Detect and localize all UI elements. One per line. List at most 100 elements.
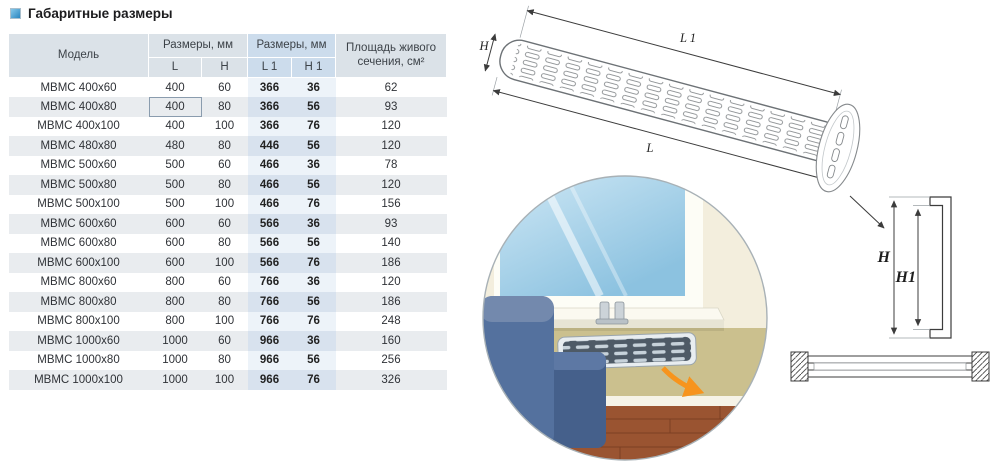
- glass-reflection: [550, 176, 628, 297]
- cell-area: 120: [335, 175, 447, 195]
- cell-l: 800: [148, 292, 202, 312]
- cell-area: 248: [335, 311, 447, 331]
- cell-l: 600: [148, 214, 202, 234]
- cell-l: 800: [148, 272, 202, 292]
- table-row: МВМС 500x60 500 60 466 36 78: [8, 155, 447, 175]
- cell-area: 120: [335, 272, 447, 292]
- cell-l1: 966: [247, 350, 292, 370]
- cell-h1: 76: [291, 311, 336, 331]
- cell-h: 100: [201, 311, 248, 331]
- cell-area: 93: [335, 214, 447, 234]
- cell-h: 80: [201, 233, 248, 253]
- dim-label-l: L: [646, 141, 654, 155]
- wall-hatch-left: [790, 351, 809, 382]
- cell-l: 400: [148, 116, 202, 136]
- table-row: МВМС 1000x80 1000 80 966 56 256: [8, 350, 447, 370]
- cell-l1: 566: [247, 214, 292, 234]
- dim-line-l1: [526, 9, 842, 96]
- grille-perspective-drawing: L 1 L H: [478, 5, 885, 229]
- cell-h1: 76: [291, 116, 336, 136]
- cell-model: МВМС 500x60: [8, 155, 149, 175]
- cross-section-drawing: [790, 351, 990, 382]
- section-inner: [813, 362, 967, 371]
- cell-h1: 36: [291, 214, 336, 234]
- cell-h: 100: [201, 116, 248, 136]
- cell-area: 120: [335, 116, 447, 136]
- cell-model: МВМС 1000x60: [8, 331, 149, 351]
- cell-area: 156: [335, 194, 447, 214]
- leader-arrow: [849, 195, 885, 229]
- cell-l: 600: [148, 233, 202, 253]
- cell-model: МВМС 480x80: [8, 136, 149, 156]
- cell-model: МВМС 400x80: [8, 97, 149, 117]
- col-header-h1: H 1: [291, 57, 336, 78]
- dim-line-h: [483, 33, 497, 72]
- cell-l: 1000: [148, 370, 202, 390]
- cell-model: МВМС 800x60: [8, 272, 149, 292]
- cell-model: МВМС 800x80: [8, 292, 149, 312]
- cell-l: 1000: [148, 331, 202, 351]
- cell-model: МВМС 600x60: [8, 214, 149, 234]
- cell-l1: 466: [247, 155, 292, 175]
- cell-l: 400: [148, 97, 202, 117]
- table-row: МВМС 400x100 400 100 366 76 120: [8, 116, 447, 136]
- cell-h: 80: [201, 175, 248, 195]
- dim-label-profile-h: H: [877, 249, 891, 266]
- cell-l1: 366: [247, 116, 292, 136]
- cell-area: 160: [335, 331, 447, 351]
- room-illustration: [482, 175, 768, 461]
- cell-h1: 76: [291, 370, 336, 390]
- technical-illustrations: L 1 L H H H1: [478, 5, 990, 461]
- profile-channel: [929, 196, 952, 339]
- cell-model: МВМС 500x100: [8, 194, 149, 214]
- cell-area: 256: [335, 350, 447, 370]
- cell-area: 120: [335, 136, 447, 156]
- cell-l: 500: [148, 155, 202, 175]
- table-row: МВМС 400x80 400 80 366 56 93: [8, 97, 447, 117]
- mounting-brackets: [595, 301, 629, 325]
- table-row: МВМС 1000x60 1000 60 966 36 160: [8, 331, 447, 351]
- cell-area: 62: [335, 77, 447, 97]
- illustration-circle-border: [482, 175, 768, 461]
- table-row: МВМС 400x60 400 60 366 36 62: [8, 77, 447, 97]
- cell-area: 78: [335, 155, 447, 175]
- airflow-arrow-right: [661, 366, 705, 398]
- cell-l1: 766: [247, 292, 292, 312]
- dim-label-profile-h1: H1: [895, 269, 916, 286]
- table-row: МВМС 800x80 800 80 766 56 186: [8, 292, 447, 312]
- table-row: МВМС 800x60 800 60 766 36 120: [8, 272, 447, 292]
- cell-model: МВМС 400x100: [8, 116, 149, 136]
- dim-label-l1: L 1: [679, 31, 696, 45]
- cell-l: 480: [148, 136, 202, 156]
- grille-end-view: [815, 103, 861, 193]
- cell-h1: 36: [291, 331, 336, 351]
- cell-h: 100: [201, 194, 248, 214]
- cell-l1: 966: [247, 370, 292, 390]
- col-header-dims-lh: Размеры, мм: [148, 33, 248, 58]
- col-header-area: Площадь живого сечения, см²: [335, 33, 447, 78]
- profile-drawing: H H1: [877, 196, 952, 339]
- table-header: Модель Размеры, мм Размеры, мм Площадь ж…: [8, 33, 447, 78]
- cell-h1: 56: [291, 350, 336, 370]
- cell-l: 600: [148, 253, 202, 273]
- cell-h: 60: [201, 155, 248, 175]
- table-row: МВМС 500x80 500 80 466 56 120: [8, 175, 447, 195]
- cell-h1: 36: [291, 77, 336, 97]
- table-row: МВМС 480x80 480 80 446 56 120: [8, 136, 447, 156]
- cell-h1: 56: [291, 175, 336, 195]
- dim-label-h: H: [478, 39, 489, 53]
- dim-line-l: [492, 89, 829, 182]
- col-header-l1: L 1: [247, 57, 292, 78]
- cell-l1: 566: [247, 233, 292, 253]
- dimensions-table: Модель Размеры, мм Размеры, мм Площадь ж…: [8, 33, 447, 390]
- col-header-l: L: [148, 57, 202, 78]
- cell-model: МВМС 600x100: [8, 253, 149, 273]
- cell-model: МВМС 1000x100: [8, 370, 149, 390]
- cell-l1: 466: [247, 175, 292, 195]
- grille-slots: [510, 43, 832, 159]
- baseboard: [483, 396, 767, 406]
- cell-h: 100: [201, 370, 248, 390]
- cell-model: МВМС 600x80: [8, 233, 149, 253]
- col-header-h: H: [201, 57, 248, 78]
- table-row: МВМС 500x100 500 100 466 76 156: [8, 194, 447, 214]
